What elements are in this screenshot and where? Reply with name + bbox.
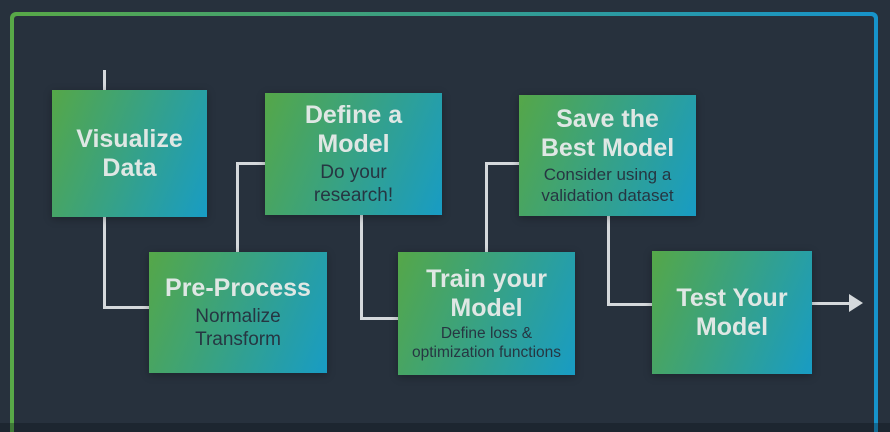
step-subtitle: Do your research! <box>313 161 394 206</box>
step-define-model: Define a Model Do your research! <box>265 93 442 215</box>
connector-visualize-to-preprocess-vertical <box>103 217 106 309</box>
step-test-model: Test Your Model <box>652 251 812 374</box>
step-subtitle: Define loss & optimization functions <box>411 324 562 361</box>
connector-preprocess-to-define-horizontal <box>236 162 265 165</box>
connector-define-to-train-vertical <box>360 215 363 320</box>
connector-save-to-test-vertical <box>607 216 610 306</box>
step-train-model: Train your Model Define loss & optimizat… <box>398 252 575 375</box>
connector-train-to-save-horizontal <box>485 162 519 165</box>
step-save-best-model: Save the Best Model Consider using a val… <box>519 95 696 216</box>
connector-preprocess-to-define-vertical <box>236 162 239 252</box>
connector-entry-stub <box>103 70 106 90</box>
step-title: Save the Best Model <box>540 104 675 162</box>
step-pre-process: Pre-Process Normalize Transform <box>149 252 327 373</box>
connector-train-to-save-vertical <box>485 162 488 252</box>
step-title: Define a Model <box>304 100 403 158</box>
connector-define-to-train-horizontal <box>360 317 398 320</box>
connector-save-to-test-horizontal <box>607 303 652 306</box>
step-title: Train your Model <box>426 264 547 322</box>
step-title: Pre-Process <box>165 273 311 302</box>
step-subtitle: Consider using a validation dataset <box>541 164 674 205</box>
step-title: Visualize Data <box>76 124 183 182</box>
connector-visualize-to-preprocess-horizontal <box>103 306 149 309</box>
connector-test-exit-line <box>812 302 852 305</box>
step-visualize-data: Visualize Data <box>52 90 207 217</box>
step-subtitle: Normalize Transform <box>195 305 281 350</box>
arrow-head-icon <box>849 294 863 312</box>
step-title: Test Your Model <box>676 283 788 341</box>
bottom-vignette <box>0 423 890 432</box>
